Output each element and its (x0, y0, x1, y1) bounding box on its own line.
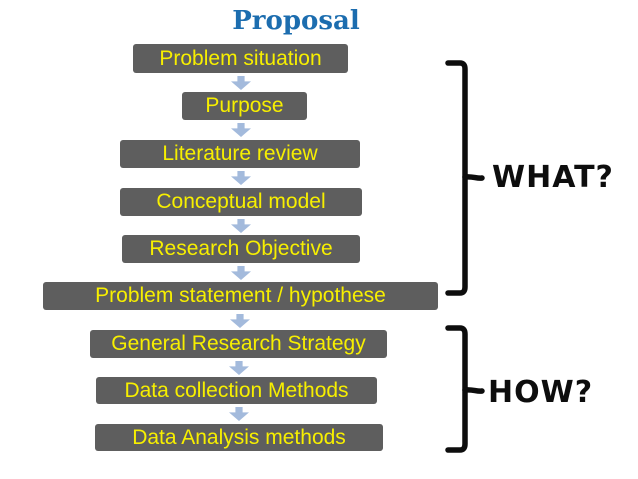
flow-box-literature-review: Literature review (120, 140, 360, 168)
down-arrow-icon (231, 266, 251, 280)
slide-title: Proposal (232, 6, 360, 36)
how-label: HOW? (488, 375, 594, 410)
flow-box-purpose: Purpose (182, 92, 307, 120)
what-bracket-icon (445, 60, 485, 296)
flow-box-label: Conceptual model (156, 190, 326, 213)
flow-box-label: Research Objective (149, 237, 333, 260)
down-arrow-icon (231, 76, 251, 90)
flow-box-problem-statement-hypothese: Problem statement / hypothese (43, 282, 438, 310)
down-arrow-icon (229, 407, 249, 421)
flow-box-label: Data Analysis methods (132, 425, 346, 449)
how-bracket-icon (445, 325, 485, 453)
flow-box-data-collection-methods: Data collection Methods (96, 377, 377, 404)
flow-box-data-analysis-methods: Data Analysis methods (95, 424, 383, 451)
flow-box-conceptual-model: Conceptual model (120, 188, 362, 216)
flow-box-label: Problem statement / hypothese (95, 284, 386, 307)
down-arrow-icon (231, 123, 251, 137)
what-label: WHAT? (492, 160, 614, 195)
flow-box-general-research-strategy: General Research Strategy (90, 330, 387, 358)
down-arrow-icon (230, 314, 250, 328)
flow-box-label: Problem situation (159, 46, 322, 70)
flow-box-label: Literature review (162, 142, 318, 165)
flow-box-research-objective: Research Objective (122, 235, 360, 263)
flow-box-label: General Research Strategy (111, 332, 366, 355)
down-arrow-icon (229, 361, 249, 375)
flow-box-label: Data collection Methods (124, 378, 349, 402)
flow-box-label: Purpose (205, 94, 284, 117)
flow-box-problem-situation: Problem situation (133, 44, 348, 73)
down-arrow-icon (231, 219, 251, 233)
down-arrow-icon (231, 171, 251, 185)
